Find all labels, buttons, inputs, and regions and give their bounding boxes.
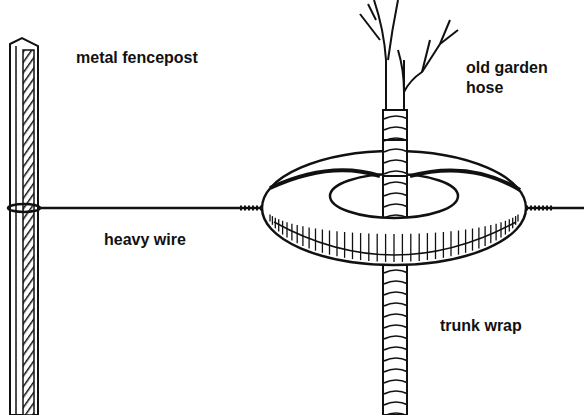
tread-rib <box>512 218 513 229</box>
part-label: metal fencepost <box>76 48 246 68</box>
tread-rib <box>344 232 345 258</box>
trunk-wrap <box>383 140 407 176</box>
tread-rib <box>302 226 303 246</box>
tread-rib <box>352 233 353 260</box>
tread-rib <box>478 227 479 248</box>
tread-rib <box>278 219 279 231</box>
tread-rib <box>329 231 330 255</box>
tread-rib <box>308 227 309 248</box>
tread-rib <box>410 234 411 262</box>
tread-rib <box>275 218 276 229</box>
part-label: heavy wire <box>104 230 234 250</box>
tread-rib <box>472 229 473 251</box>
tread-rib <box>435 233 436 260</box>
tread-rib <box>377 234 378 262</box>
tread-rib <box>450 231 451 256</box>
tread-rib <box>282 221 283 235</box>
tread-rib <box>490 225 491 243</box>
tread-rib <box>427 233 428 260</box>
tread-rib <box>291 224 292 241</box>
tread-rib <box>505 221 506 235</box>
tread-rib <box>393 234 394 262</box>
tread-rib <box>297 225 298 243</box>
tread-rib <box>322 230 323 253</box>
tread-rib <box>443 232 444 258</box>
metal-fencepost <box>10 38 38 415</box>
tread-rib <box>515 216 516 225</box>
part-label: old garden hose <box>466 58 574 98</box>
tread-rib <box>517 215 518 222</box>
tread-rib <box>458 231 459 255</box>
tread-rib <box>509 219 510 231</box>
tread-rib <box>272 216 273 225</box>
tread-rib <box>500 222 501 237</box>
tread-rib <box>465 230 466 253</box>
part-label: trunk wrap <box>440 316 570 336</box>
tread-rib <box>315 229 316 251</box>
tread-rib <box>419 234 420 261</box>
tread-rib <box>368 234 369 261</box>
tread-rib <box>360 233 361 260</box>
tree-branches <box>360 0 458 160</box>
tread-rib <box>484 226 485 246</box>
tread-rib <box>269 215 270 222</box>
tread-rib <box>385 234 386 262</box>
tread-rib <box>495 224 496 241</box>
tread-rib <box>336 231 337 256</box>
tread-rib <box>402 234 403 262</box>
tread-rib <box>286 222 287 237</box>
